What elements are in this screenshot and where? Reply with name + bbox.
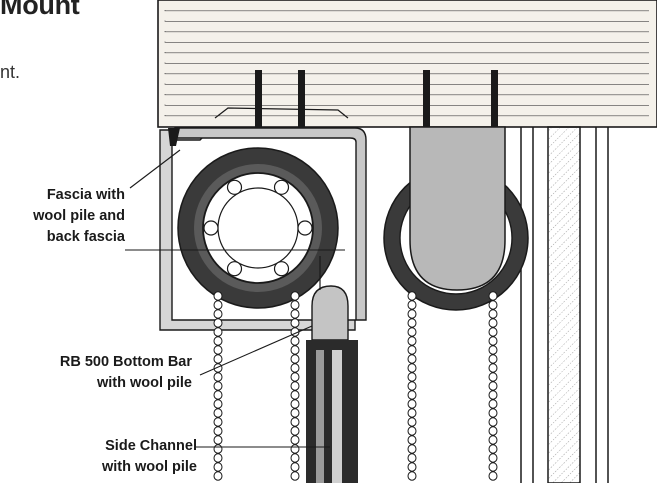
rb500-bottom-bar [311, 256, 349, 341]
side-channel [306, 340, 358, 483]
intro-text-fragment: nt. [0, 62, 21, 82]
callout-fascia: Fascia with wool pile and back fascia [33, 187, 125, 245]
window-frame [520, 126, 609, 483]
page-heading: Mount [0, 0, 80, 20]
fabric-roll-right [383, 126, 529, 311]
roller-tube-teeth [203, 179, 313, 277]
fascia-cassette [159, 107, 367, 331]
callout-side-channel: Side Channel with wool pile [101, 438, 197, 475]
fabric-roll-left [177, 147, 339, 309]
timber-ceiling [157, 0, 657, 128]
wood-grain [164, 10, 649, 117]
bead-chains [213, 291, 498, 481]
callout-bottom-bar: RB 500 Bottom Bar with wool pile [59, 354, 192, 391]
leader-lines [125, 149, 345, 448]
fixing-bolts [255, 70, 498, 132]
